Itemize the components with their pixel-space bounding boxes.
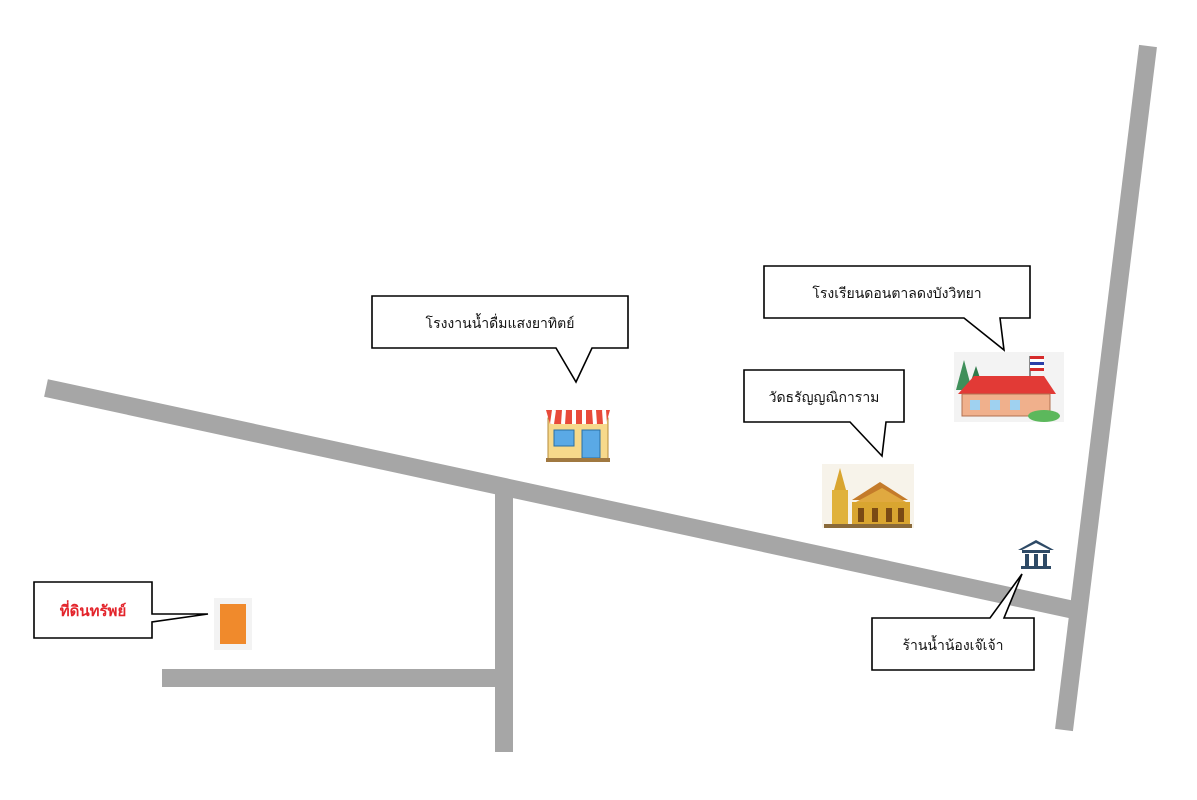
callout-property: ที่ดินทรัพย์	[33, 581, 209, 639]
callout-water-factory: โรงงานน้ำดื่มแสงยาทิตย์	[371, 295, 629, 384]
shop-icon	[546, 409, 610, 462]
water-factory-label: โรงงานน้ำดื่มแสงยาทิตย์	[426, 313, 575, 332]
property-marker-icon	[214, 598, 252, 650]
callout-school: โรงเรียนดอนตาลดงบังวิทยา	[763, 265, 1031, 352]
road-main-diagonal	[44, 379, 1076, 619]
roads	[44, 44, 1157, 752]
property-label: ที่ดินทรัพย์	[60, 600, 127, 620]
temple-label: วัดธรัญญณิการาม	[769, 390, 880, 406]
school-label: โรงเรียนดอนตาลดงบังวิทยา	[812, 285, 981, 302]
water-shop-label: ร้านน้ำน้องเจ๊เจ้า	[902, 635, 1003, 654]
school-icon	[954, 352, 1064, 422]
callout-water-shop: ร้านน้ำน้องเจ๊เจ้า	[871, 573, 1035, 671]
house-icon	[1018, 540, 1054, 569]
road-right-vertical	[1055, 44, 1157, 732]
temple-icon	[822, 464, 914, 528]
callout-temple: วัดธรัญญณิการาม	[743, 369, 905, 458]
